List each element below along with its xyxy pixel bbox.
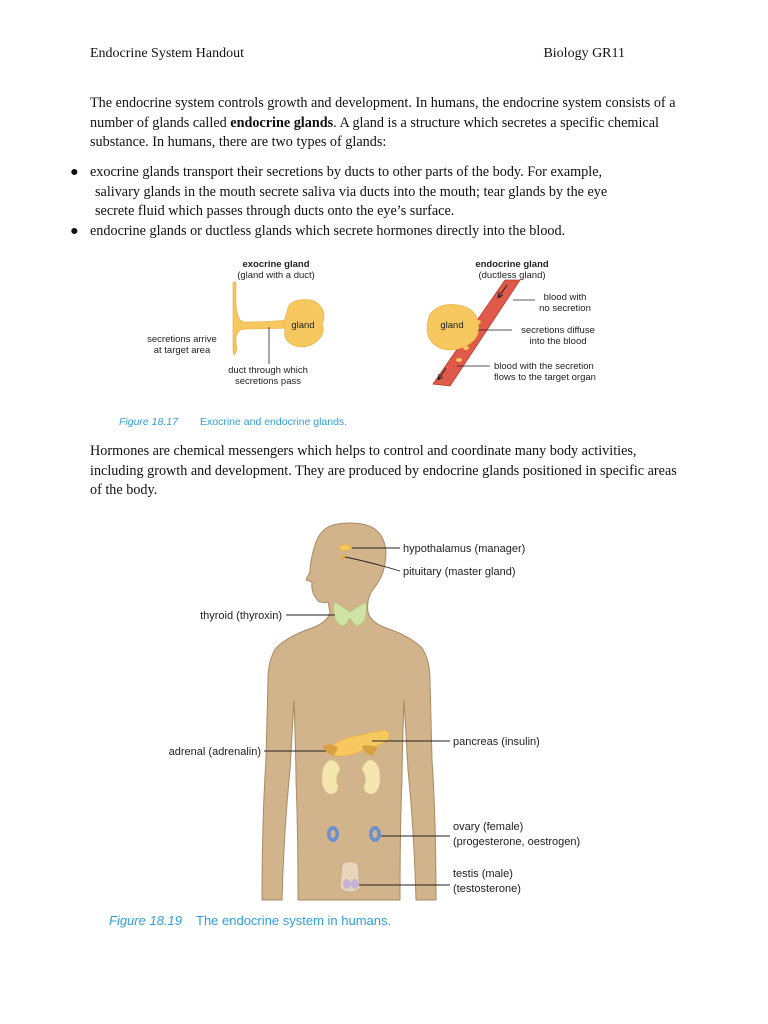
- bullet-icon: ●: [70, 223, 79, 239]
- secretion-drop: [456, 358, 462, 362]
- intro-paragraph: The endocrine system controls growth and…: [90, 94, 680, 153]
- arrow-down-icon: [497, 284, 508, 299]
- secretion-drop: [232, 343, 237, 356]
- list-item: ● exocrine glands transport their secret…: [70, 163, 680, 222]
- exocrine-gland-shape: [284, 299, 325, 348]
- intro-text-a: The endocrine system controls growth and…: [90, 95, 676, 131]
- testis-label-1: testis (male): [453, 868, 513, 880]
- hypothalamus-shape: [339, 544, 353, 551]
- endocrine-subtitle: (ductless gland): [478, 270, 545, 281]
- intro-bold-term: endocrine glands: [230, 114, 334, 131]
- secretion-drop: [475, 320, 481, 324]
- testis-right-shape: [351, 879, 359, 889]
- page-header: Endocrine System Handout Biology GR11: [90, 46, 625, 66]
- endocrine-gland-label: gland: [440, 320, 463, 331]
- caption-number: Figure 18.17: [119, 416, 179, 428]
- blood-no-secretion-label-1: blood with: [544, 292, 587, 303]
- blood-secretion-label-1: blood with the secretion: [494, 361, 594, 372]
- endocrine-gland-shape: [426, 304, 480, 351]
- ovary-label-2: (progesterone, oestrogen): [453, 836, 580, 848]
- bullet-icon: ●: [70, 164, 79, 180]
- blood-secretion-label-2: flows to the target organ: [494, 372, 596, 383]
- ovary-left-inner: [330, 830, 336, 838]
- leader-lines: [264, 547, 450, 886]
- body-silhouette: [261, 522, 437, 901]
- caption-text: Exocrine and endocrine glands.: [200, 416, 347, 428]
- caption-number: Figure 18.19: [109, 913, 182, 928]
- ovary-label-1: ovary (female): [453, 821, 523, 833]
- duct-label-2: secretions pass: [235, 376, 301, 387]
- figure-18-19-caption: Figure 18.19 The endocrine system in hum…: [109, 913, 391, 928]
- ovary-right-inner: [372, 830, 378, 838]
- organ-labels: hypothalamus (manager) pituitary (master…: [169, 543, 581, 895]
- list-item: ● endocrine glands or ductless glands wh…: [70, 222, 680, 242]
- figure-18-17-caption: Figure 18.17 Exocrine and endocrine glan…: [119, 416, 347, 428]
- adrenal-label: adrenal (adrenalin): [169, 746, 261, 758]
- intro-text-b: . A gland is a structure which secretes …: [90, 114, 659, 151]
- diffuse-label-1: secretions diffuse: [521, 325, 595, 336]
- adrenal-left-shape: [323, 744, 338, 756]
- pituitary-shape: [340, 554, 346, 560]
- endocrine-title: endocrine gland: [475, 259, 549, 270]
- hypothalamus-label: hypothalamus (manager): [403, 543, 525, 555]
- secretion-drop: [469, 334, 475, 338]
- course-label: Biology GR11: [543, 46, 625, 61]
- thyroid-label: thyroid (thyroxin): [200, 610, 282, 622]
- secretion-drop: [463, 346, 469, 350]
- pancreas-shape: [328, 729, 390, 757]
- testis-left-shape: [343, 879, 351, 889]
- duct-label-1: duct through which: [228, 365, 308, 376]
- secretions-arrive-label-1: secretions arrive: [147, 334, 217, 345]
- bullet-1-line-1: exocrine glands transport their secretio…: [90, 164, 603, 180]
- pancreas-label: pancreas (insulin): [453, 736, 540, 748]
- handout-title: Endocrine System Handout: [90, 46, 244, 61]
- hormones-paragraph: Hormones are chemical messengers which h…: [90, 443, 677, 498]
- pituitary-line: [344, 556, 401, 572]
- human-body-figure: hypothalamus (manager) pituitary (master…: [169, 522, 581, 901]
- exocrine-subtitle: (gland with a duct): [237, 270, 315, 281]
- bullet-1-line-3: secrete fluid which passes through ducts…: [95, 203, 455, 219]
- thyroid-shape: [333, 602, 367, 627]
- exocrine-gland-label: gland: [291, 320, 314, 331]
- bullet-1-line-2: salivary glands in the mouth secrete sal…: [95, 183, 608, 200]
- kidney-left-shape: [321, 759, 341, 795]
- gland-types-list: ● exocrine glands transport their secret…: [70, 163, 680, 242]
- diffuse-label-2: into the blood: [529, 336, 586, 347]
- endocrine-diagram: endocrine gland (ductless gland) gland b…: [426, 259, 596, 387]
- adrenal-right-shape: [362, 745, 378, 756]
- pituitary-label: pituitary (master gland): [403, 566, 516, 578]
- kidney-right-shape: [361, 759, 381, 795]
- exocrine-title: exocrine gland: [242, 259, 309, 270]
- testis-label-2: (testosterone): [453, 883, 521, 895]
- arrow-down-icon: [437, 367, 447, 381]
- blood-no-secretion-label-2: no secretion: [539, 303, 591, 314]
- caption-text: The endocrine system in humans.: [196, 913, 391, 928]
- exocrine-diagram: exocrine gland (gland with a duct) gland…: [147, 259, 325, 387]
- duct-shape: [232, 281, 291, 349]
- bullet-2-line-1: endocrine glands or ductless glands whic…: [90, 223, 566, 239]
- secretions-arrive-label-2: at target area: [154, 345, 211, 356]
